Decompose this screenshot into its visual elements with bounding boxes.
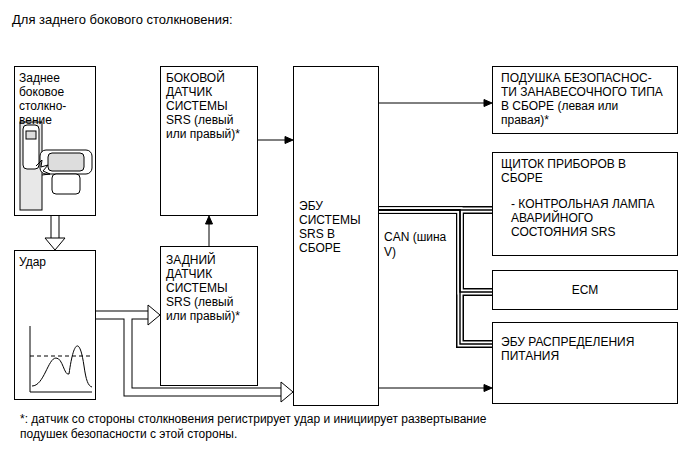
bus-core: [379, 210, 492, 292]
sensor-box: ЗАДНИЙ ДАТЧИК СИСТЕМЫ SRS (левый или пра…: [160, 246, 258, 386]
event-box: Заднее боковое столкно- вение: [14, 66, 96, 216]
bus-outline: [379, 210, 492, 292]
box-heading: ЭБУ СИСТЕМЫ SRS В СБОРЕ: [299, 199, 373, 255]
bus-core: [379, 210, 492, 344]
impact-arrow: [281, 382, 293, 402]
arrow-fill: [96, 312, 149, 319]
box-heading: ЗАДНИЙ ДАТЧИК СИСТЕМЫ SRS (левый или пра…: [166, 253, 252, 323]
arrowhead: [206, 216, 213, 224]
ecm-box: ECM: [492, 270, 678, 310]
impact-arrow: [148, 305, 160, 325]
signal-arrow: [285, 137, 293, 144]
arrow-outline: [51, 216, 60, 239]
power-ecu-box: ЭБУ РАСПРЕДЕЛЕНИЯ ПИТАНИЯ: [492, 322, 678, 404]
arrow-outline: [128, 315, 282, 392]
ecu-box: ЭБУ СИСТЕМЫ SRS В СБОРЕ: [293, 66, 379, 406]
box-heading: ECM: [501, 283, 669, 297]
signal-arrow: [484, 385, 492, 392]
diagram-title: Для заднего бокового столкновения:: [12, 12, 233, 27]
signal-arrow: [206, 216, 213, 224]
impact-curve: [32, 346, 92, 387]
graph-axes: [30, 326, 92, 392]
footnote: *: датчик со стороны столкновения регист…: [20, 412, 490, 442]
impact-mark: [36, 160, 50, 175]
airbag-box: ПОДУШКА БЕЗОПАСНОС- ТИ ЗАНАВЕСОЧНОГО ТИП…: [492, 66, 678, 134]
arrowhead: [281, 382, 293, 402]
impact-arrow: [45, 238, 65, 250]
arrow-fill: [52, 216, 59, 239]
line: [379, 388, 485, 389]
vehicle-b-roof: [48, 153, 84, 171]
impact-box: Удар: [14, 250, 96, 400]
box-heading: ЩИТОК ПРИБОРОВ В СБОРЕ: [501, 157, 669, 185]
bus-outline: [379, 210, 492, 344]
arrow-outline: [96, 311, 149, 320]
arrowhead: [484, 100, 492, 107]
connector-outlines: [55, 210, 492, 392]
box-heading: БОКОВОЙ ДАТЧИК СИСТЕМЫ SRS (левый или пр…: [166, 71, 252, 141]
collision-illustration: [20, 122, 92, 210]
arrowhead: [45, 238, 65, 250]
line: [209, 223, 210, 246]
arrowhead: [285, 137, 293, 144]
vehicle-a: [23, 125, 39, 169]
signal-arrow: [484, 100, 492, 107]
impact-graph: [30, 326, 92, 392]
bus-gap: [379, 210, 492, 344]
box-heading: Заднее боковое столкно- вение: [19, 71, 91, 127]
sensor-box: БОКОВОЙ ДАТЧИК СИСТЕМЫ SRS (левый или пр…: [160, 66, 258, 216]
vehicle-b: [40, 150, 92, 174]
line: [258, 140, 286, 141]
box-heading: ПОДУШКА БЕЗОПАСНОС- ТИ ЗАНАВЕСОЧНОГО ТИП…: [501, 71, 669, 127]
vehicle-b-rear: [52, 174, 80, 194]
box-item: - КОНТРОЛЬНАЯ ЛАМПА АВАРИЙНОГО СОСТОЯНИЯ…: [511, 197, 661, 239]
combination-meter-box: ЩИТОК ПРИБОРОВ В СБОРЕ - КОНТРОЛЬНАЯ ЛАМП…: [492, 152, 678, 256]
box-heading: Удар: [19, 255, 91, 269]
connector-fills: [55, 210, 492, 392]
line: [379, 103, 485, 104]
vehicle-a-glass: [26, 131, 36, 139]
road: [20, 122, 42, 210]
arrow-fill: [128, 315, 282, 392]
box-heading: ЭБУ РАСПРЕДЕЛЕНИЯ ПИТАНИЯ: [501, 335, 669, 363]
bus-gap: [379, 210, 492, 292]
arrowhead: [148, 305, 160, 325]
arrowhead: [484, 385, 492, 392]
bus-label: CAN (шина V): [384, 230, 448, 260]
